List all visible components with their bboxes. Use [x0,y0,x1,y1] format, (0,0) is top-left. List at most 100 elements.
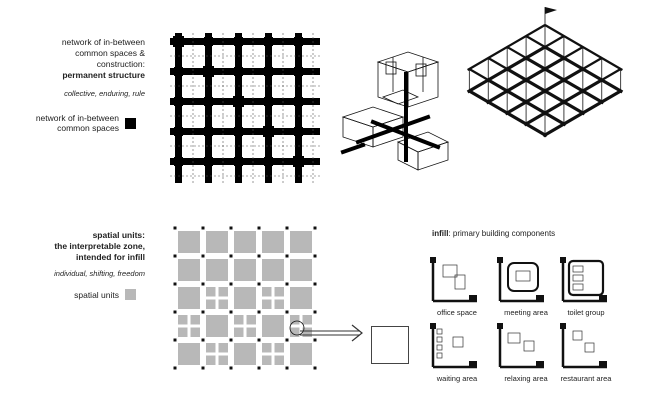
thumbnail-furniture [436,344,443,351]
spatial-unit [178,327,188,337]
structure-beam [170,98,320,105]
spatial-unit [206,299,216,309]
spatial-unit [206,287,216,297]
thumbnail-column [469,361,477,367]
structure-node [257,310,261,314]
structure-node [313,310,317,314]
structure-node [257,366,261,370]
structure-node [173,310,177,314]
component-thumbnail [497,257,544,303]
thumbnail-furniture [436,352,443,359]
infill-legend: spatial units [10,289,136,300]
structure-node [285,282,289,286]
spatial-unit [218,287,228,297]
structure-node [204,67,213,76]
thumbnail-furniture [436,328,443,335]
structure-node [173,254,177,258]
thumbnail-furniture [442,264,458,278]
structure-node [285,254,289,258]
thumbnail-column [430,257,436,263]
structure-node [204,37,213,46]
thumbnail-furniture [572,274,584,282]
arrow-icon [300,324,363,342]
thumbnail-column [599,361,607,367]
structure-node [234,157,243,166]
structure-beam [265,33,272,183]
spatial-unit [262,259,284,281]
empty-spatial-unit [371,326,409,364]
structure-node [173,366,177,370]
components-grid [430,257,607,369]
spatial-unit [274,343,284,353]
thumbnail-furniture [572,283,584,291]
structure-node [229,282,233,286]
axo-corridor [468,89,548,138]
structure-node [294,157,303,166]
spatial-unit [234,287,256,309]
structure-node [201,310,205,314]
spatial-unit [290,259,312,281]
axo-corridor [487,57,567,104]
structure-node [257,338,261,342]
spatial-unit [178,287,200,309]
spatial-unit [262,299,272,309]
spatial-unit [206,355,216,365]
highlight-circle [289,320,305,336]
thumbnail-column [469,295,477,301]
structure-heading-line: common spaces & [75,48,145,58]
axo-flag [545,7,557,14]
structure-node [204,97,213,106]
axo-corridor [542,89,622,138]
components-title-rest: : primary building components [448,229,556,238]
structure-node [264,127,273,136]
spatial-unit [262,231,284,253]
structure-beam [235,33,242,183]
component-thumbnail [430,323,477,369]
component-caption: restaurant area [560,374,612,383]
structure-beam [175,33,182,183]
structure-beam [170,128,320,135]
gray-swatch [125,289,136,300]
structure-node [229,338,233,342]
structure-axonometric-large [466,7,624,138]
thumbnail-furniture [584,342,595,353]
component-thumbnail [560,323,607,369]
spatial-unit [178,315,188,325]
thumbnail-furniture [507,262,539,292]
thumbnail-column [430,323,436,329]
structure-node [313,338,317,342]
spatial-unit [206,343,216,353]
thumbnail-column [497,257,503,263]
structure-legend: network of in-between common spaces [10,113,136,133]
structure-node [264,97,273,106]
component-caption: waiting area [436,374,478,383]
spatial-unit [190,327,200,337]
spatial-unit [178,343,200,365]
component-caption: relaxing area [504,374,548,383]
structure-grid-plan [170,33,320,183]
spatial-unit [302,327,312,337]
structure-beam [170,38,320,45]
spatial-unit [234,327,244,337]
structure-node [173,282,177,286]
structure-node [201,226,205,230]
structure-node [294,37,303,46]
structure-node [173,226,177,230]
structure-node [229,366,233,370]
spatial-unit [190,315,200,325]
component-caption: toilet group [567,308,605,317]
spatial-unit [262,343,272,353]
black-swatch [125,117,136,129]
structure-heading-bold: permanent structure [62,70,145,80]
structure-node [234,127,243,136]
thumbnail-furniture [515,270,531,282]
structure-node [174,97,183,106]
spatial-unit [274,287,284,297]
spatial-unit [290,343,312,365]
component-caption: meeting area [504,308,548,317]
infill-subtitle: individual, shifting, freedom [54,269,145,278]
structure-axonometric-small [340,51,450,171]
spatial-unit [274,355,284,365]
structure-node [285,310,289,314]
axo-corridor [506,46,586,93]
